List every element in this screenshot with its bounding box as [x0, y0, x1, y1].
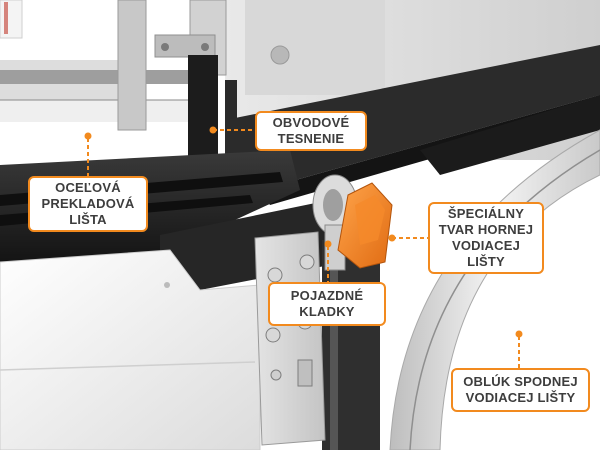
callout-steel-lintel: OCEĽOVÁ PREKLADOVÁ LIŠTA	[28, 176, 148, 232]
callout-line: OCEĽOVÁ	[55, 180, 121, 195]
callout-line: ŠPECIÁLNY	[447, 206, 525, 221]
callout-line: TVAR HORNEJ	[438, 222, 534, 237]
callout-line: OBVODOVÉ	[272, 115, 350, 130]
callout-line: LIŠTY	[467, 254, 505, 269]
callout-line: POJAZDNÉ	[290, 288, 364, 303]
callout-line: VODIACEJ	[451, 238, 521, 253]
vertical-profile	[188, 55, 218, 165]
callout-special-top-rail: ŠPECIÁLNY TVAR HORNEJ VODIACEJ LIŠTY	[428, 202, 544, 274]
hinge-plate	[254, 231, 326, 446]
callout-line: LIŠTA	[69, 212, 107, 227]
callout-connectors	[87, 129, 520, 368]
upper-rail	[0, 70, 210, 84]
callout-bottom-rail-arc: OBLÚK SPODNEJ VODIACEJ LIŠTY	[451, 368, 590, 412]
callout-line: VODIACEJ LIŠTY	[465, 390, 576, 405]
callout-line: TESNENIE	[277, 131, 345, 146]
torsion-spring	[0, 0, 23, 39]
callout-anchors	[84, 126, 523, 338]
callout-perimeter-seal: OBVODOVÉ TESNENIE	[255, 111, 367, 151]
callout-line: OBLÚK SPODNEJ	[463, 374, 578, 389]
wall-bracket	[117, 0, 147, 131]
callout-line: KLADKY	[299, 304, 355, 319]
callout-rollers: POJAZDNÉ KLADKY	[268, 282, 386, 326]
callout-line: PREKLADOVÁ	[41, 196, 135, 211]
bottom-rail-arc	[389, 129, 600, 450]
top-rail	[225, 45, 600, 190]
